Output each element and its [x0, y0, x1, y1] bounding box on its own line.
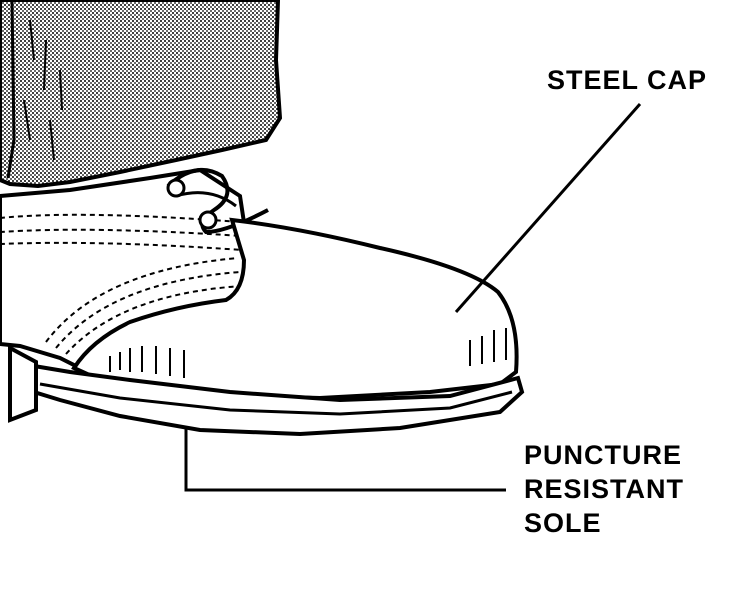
sole-leader-line	[184, 428, 506, 492]
laces	[166, 168, 269, 235]
sole-label-line-2: RESISTANT	[524, 474, 685, 504]
trouser-leg	[0, 0, 283, 189]
steel-cap-leader-line	[454, 103, 642, 313]
toe-cap	[71, 217, 519, 401]
sole-label: PUNCTURE RESISTANT SOLE	[524, 438, 684, 540]
steel-cap-label: STEEL CAP	[547, 65, 708, 95]
sole-label-line-1: PUNCTURE	[524, 440, 683, 470]
sole-label-line-3: SOLE	[524, 508, 602, 538]
sole	[8, 344, 525, 437]
